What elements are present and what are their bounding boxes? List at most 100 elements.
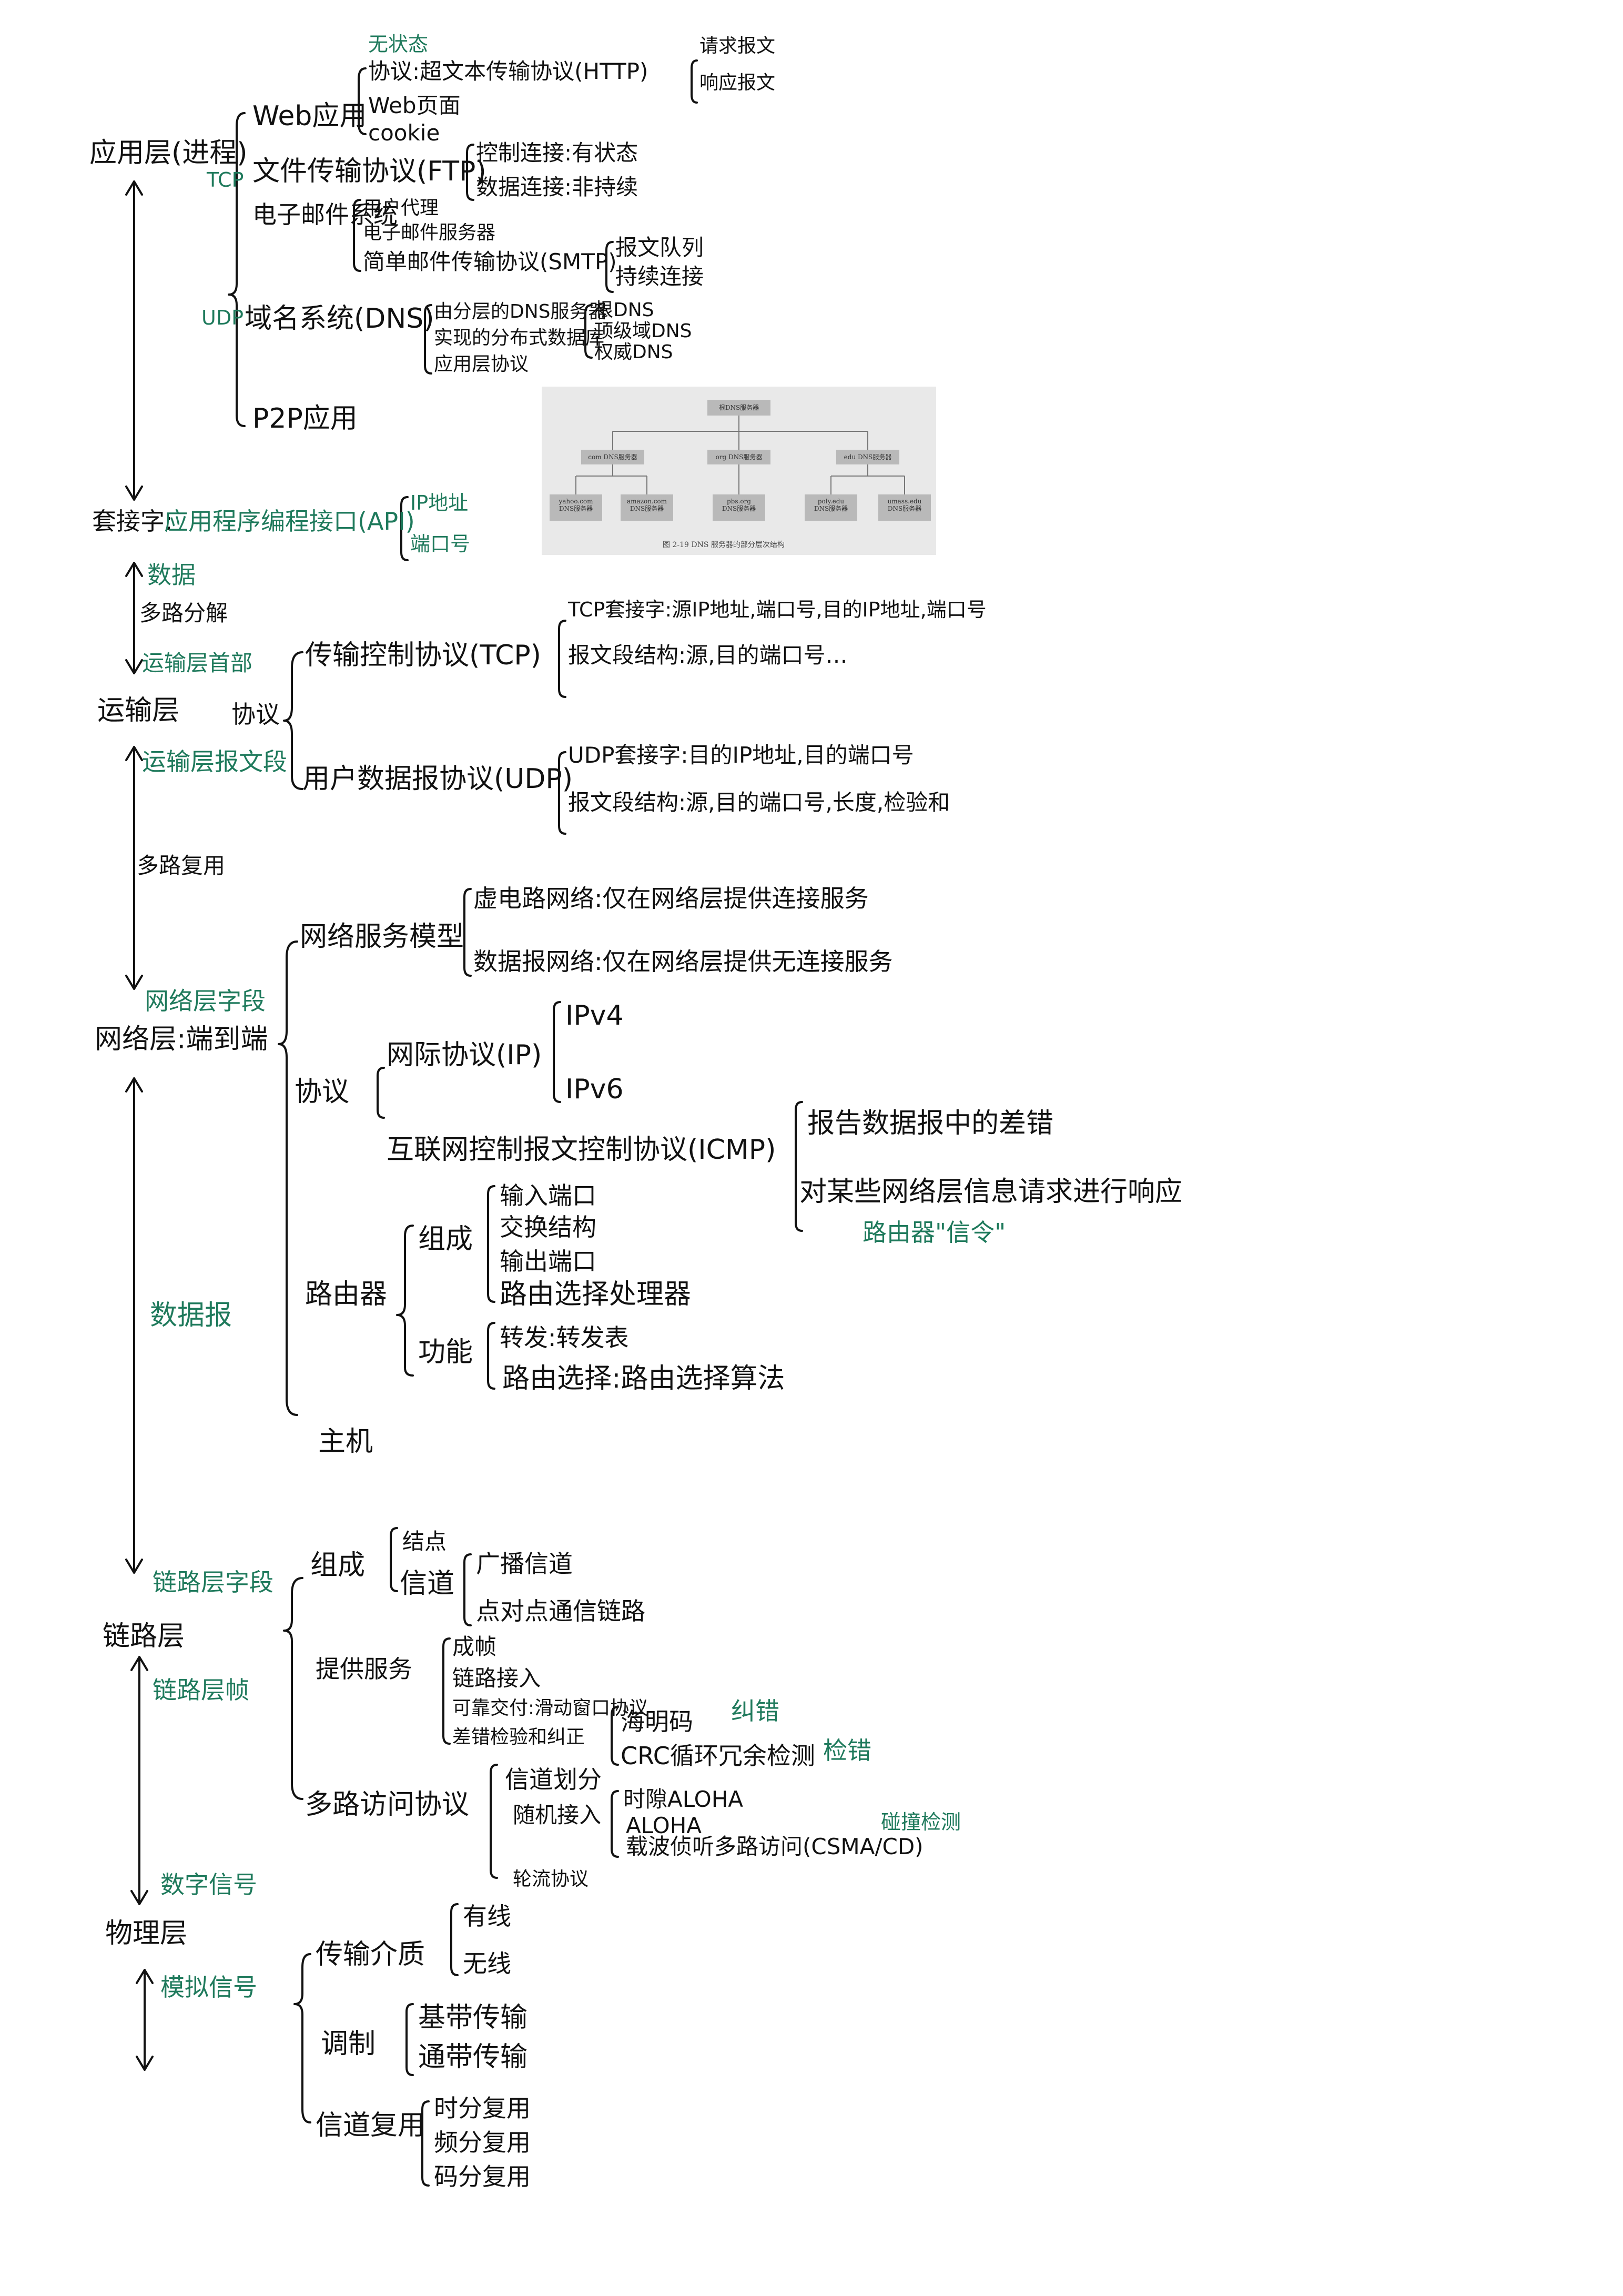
random-access: 随机接入 <box>513 1802 602 1828</box>
router-routing: 路由选择:路由选择算法 <box>502 1363 785 1394</box>
dns-item: 实现的分布式数据库 <box>434 327 605 349</box>
router-composition-label: 组成 <box>418 1223 473 1255</box>
router-signaling: 路由器"信令" <box>863 1218 1006 1247</box>
crc-label: CRC循环冗余检测 <box>621 1742 815 1770</box>
dns-tld-node: com DNS服务器 <box>581 450 644 464</box>
smtp-persistent: 持续连接 <box>615 264 704 289</box>
arrow-network-link <box>125 1077 143 1574</box>
network-layer-label: 网络层:端到端 <box>95 1024 268 1055</box>
media-label: 传输介质 <box>316 1939 425 1970</box>
http-protocol: 协议:超文本传输协议(HTTP) <box>368 58 648 84</box>
baseband: 基带传输 <box>418 2002 528 2034</box>
brace-router <box>396 1225 414 1377</box>
transport-header-label: 运输层首部 <box>142 650 253 676</box>
udp-label: 用户数据报协议(UDP) <box>302 763 573 795</box>
broadcast-channel: 广播信道 <box>476 1550 573 1578</box>
mux-label: 多路复用 <box>137 853 226 878</box>
brace-multiplex <box>421 2100 430 2187</box>
link-service: 可靠交付:滑动窗口协议 <box>452 1697 648 1719</box>
collision-detection-tag: 碰撞检测 <box>881 1810 961 1834</box>
digital-signal-label: 数字信号 <box>160 1870 257 1899</box>
brace-physical <box>293 1953 311 2123</box>
brace-protocol <box>377 1067 385 1119</box>
demux-label: 多路分解 <box>139 600 228 626</box>
link-service: 链路接入 <box>452 1665 541 1691</box>
virtual-circuit: 虚电路网络:仅在网络层提供连接服务 <box>473 884 869 913</box>
fdm: 频分复用 <box>434 2128 531 2157</box>
link-composition-label: 组成 <box>310 1550 366 1581</box>
error-correction-tag: 纠错 <box>731 1697 779 1725</box>
socket-ip: IP地址 <box>410 491 469 514</box>
router-component: 输出端口 <box>500 1247 596 1276</box>
p2p-label: P2P应用 <box>252 403 358 434</box>
dns-level: 权威DNS <box>594 341 673 363</box>
dns-leaf-domain: poly.edu <box>817 498 845 505</box>
arrow-app-socket <box>125 180 143 501</box>
brace-random <box>611 1790 619 1858</box>
router-label: 路由器 <box>305 1279 388 1310</box>
brace-media <box>450 1903 459 1976</box>
physical-layer-label: 物理层 <box>105 1918 188 1949</box>
dns-item: 由分层的DNS服务器 <box>434 301 607 322</box>
ipv6-label: IPv6 <box>565 1074 624 1105</box>
taking-turns: 轮流协议 <box>513 1868 589 1890</box>
dns-leaf-type: DNS服务器 <box>630 505 664 513</box>
udp-segment: 报文段结构:源,目的端口号,长度,检验和 <box>568 790 950 815</box>
udp-socket: UDP套接字:目的IP地址,目的端口号 <box>568 742 914 768</box>
email-label: 电子邮件系统 <box>252 200 398 229</box>
dns-leaf-type: DNS服务器 <box>887 505 922 513</box>
ftp-data: 数据连接:非持续 <box>476 174 638 200</box>
dns-item: 应用层协议 <box>434 353 529 375</box>
mac-protocol-label: 多路访问协议 <box>305 1789 470 1820</box>
channel-partition: 信道划分 <box>505 1765 602 1794</box>
brace-transport <box>283 651 303 790</box>
brace-channel <box>463 1553 472 1626</box>
tcp-segment: 报文段结构:源,目的端口号… <box>568 642 848 668</box>
brace-email <box>353 199 361 272</box>
multiplex-label: 信道复用 <box>316 2110 425 2141</box>
web-page: Web页面 <box>368 93 461 118</box>
router-function-label: 功能 <box>418 1337 473 1368</box>
brace-service-model <box>463 888 472 977</box>
brace-link <box>283 1577 303 1800</box>
pure-aloha: ALOHA <box>626 1813 702 1838</box>
ftp-label: 文件传输协议(FTP) <box>252 156 486 187</box>
dns-leaf-type: DNS服务器 <box>559 505 593 513</box>
router-component: 路由选择处理器 <box>500 1279 692 1310</box>
brace-mac <box>490 1764 498 1879</box>
brace-function <box>487 1322 495 1390</box>
brace-web <box>358 67 367 135</box>
dns-tld-node: edu DNS服务器 <box>836 450 899 464</box>
brace-tcp <box>558 620 566 698</box>
brace-ip <box>553 1001 561 1103</box>
datagram-label: 数据报 <box>150 1300 232 1331</box>
link-service: 成帧 <box>452 1634 497 1660</box>
arrow-socket-transport <box>125 562 143 674</box>
brace-modulation <box>405 2003 414 2076</box>
link-layer-label: 链路层 <box>103 1621 185 1652</box>
web-cookie: cookie <box>368 120 440 146</box>
hamming-code: 海明码 <box>621 1707 693 1736</box>
link-frame-label: 链路层帧 <box>153 1676 249 1704</box>
router-forward: 转发:转发表 <box>500 1323 629 1352</box>
wired-media: 有线 <box>463 1902 511 1930</box>
brace-dns-levels <box>584 304 593 359</box>
modulation-label: 调制 <box>321 2028 376 2060</box>
brace-error <box>611 1706 619 1766</box>
application-layer-label: 应用层(进程) <box>89 137 248 169</box>
dns-level: 顶级域DNS <box>594 320 692 342</box>
transport-layer-label: 运输层 <box>97 695 180 726</box>
error-detection-tag: 检错 <box>823 1736 871 1765</box>
service-model-label: 网络服务模型 <box>300 921 464 953</box>
dns-figure-lines <box>575 416 905 494</box>
slotted-aloha: 时隙ALOHA <box>623 1786 744 1812</box>
tcp-label: 传输控制协议(TCP) <box>305 640 541 671</box>
dns-leaf-type: DNS服务器 <box>722 505 756 513</box>
icmp-label: 互联网控制报文控制协议(ICMP) <box>387 1134 776 1166</box>
link-field-label: 链路层字段 <box>153 1568 273 1596</box>
brace-composition <box>487 1185 495 1303</box>
